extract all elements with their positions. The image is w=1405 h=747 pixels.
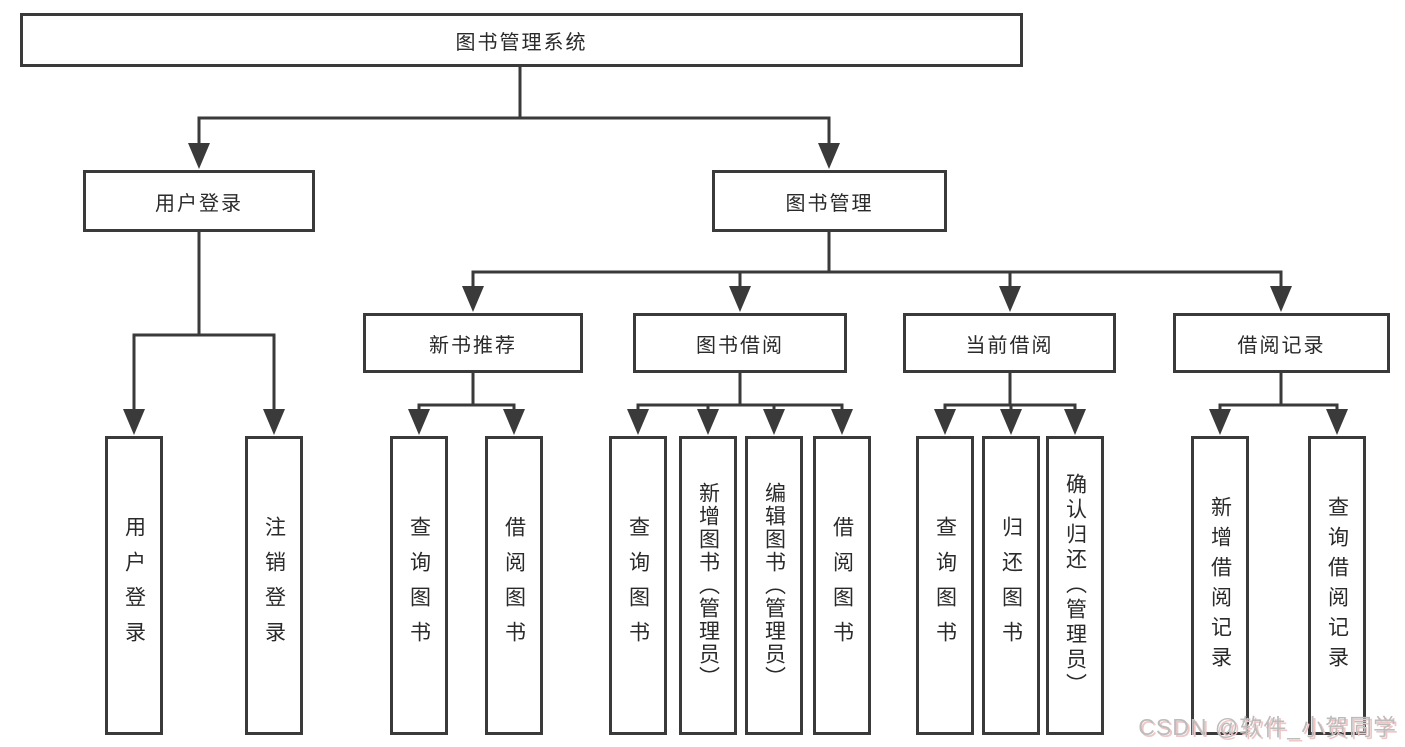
node-query-books-current: 查询图书 (916, 436, 974, 735)
node-root-system: 图书管理系统 (20, 13, 1023, 67)
node-book-borrowing: 图书借阅 (633, 313, 847, 373)
node-borrow-books-borrowing: 借阅图书 (813, 436, 871, 735)
node-borrowing-records: 借阅记录 (1173, 313, 1390, 373)
node-query-borrow-record: 查询借阅记录 (1308, 436, 1366, 735)
node-confirm-return-admin: 确认归还（管理员） (1046, 436, 1104, 735)
node-return-books: 归还图书 (982, 436, 1040, 735)
node-add-borrow-record: 新增借阅记录 (1191, 436, 1249, 735)
node-add-books-admin: 新增图书（管理员） (679, 436, 737, 735)
node-logout: 注销登录 (245, 436, 303, 735)
arrowheads (123, 143, 1348, 435)
node-user-login: 用户登录 (83, 170, 315, 232)
node-user-login-action: 用户登录 (105, 436, 163, 735)
csdn-watermark: CSDN @软件_小贺同学 (1138, 714, 1397, 740)
node-query-books-borrowing: 查询图书 (609, 436, 667, 735)
node-borrow-books-recommend: 借阅图书 (485, 436, 543, 735)
node-edit-books-admin: 编辑图书（管理员） (745, 436, 803, 735)
node-new-book-recommendation: 新书推荐 (363, 313, 583, 373)
node-current-borrowing: 当前借阅 (903, 313, 1116, 373)
node-book-management: 图书管理 (712, 170, 947, 232)
node-query-books-recommend: 查询图书 (390, 436, 448, 735)
